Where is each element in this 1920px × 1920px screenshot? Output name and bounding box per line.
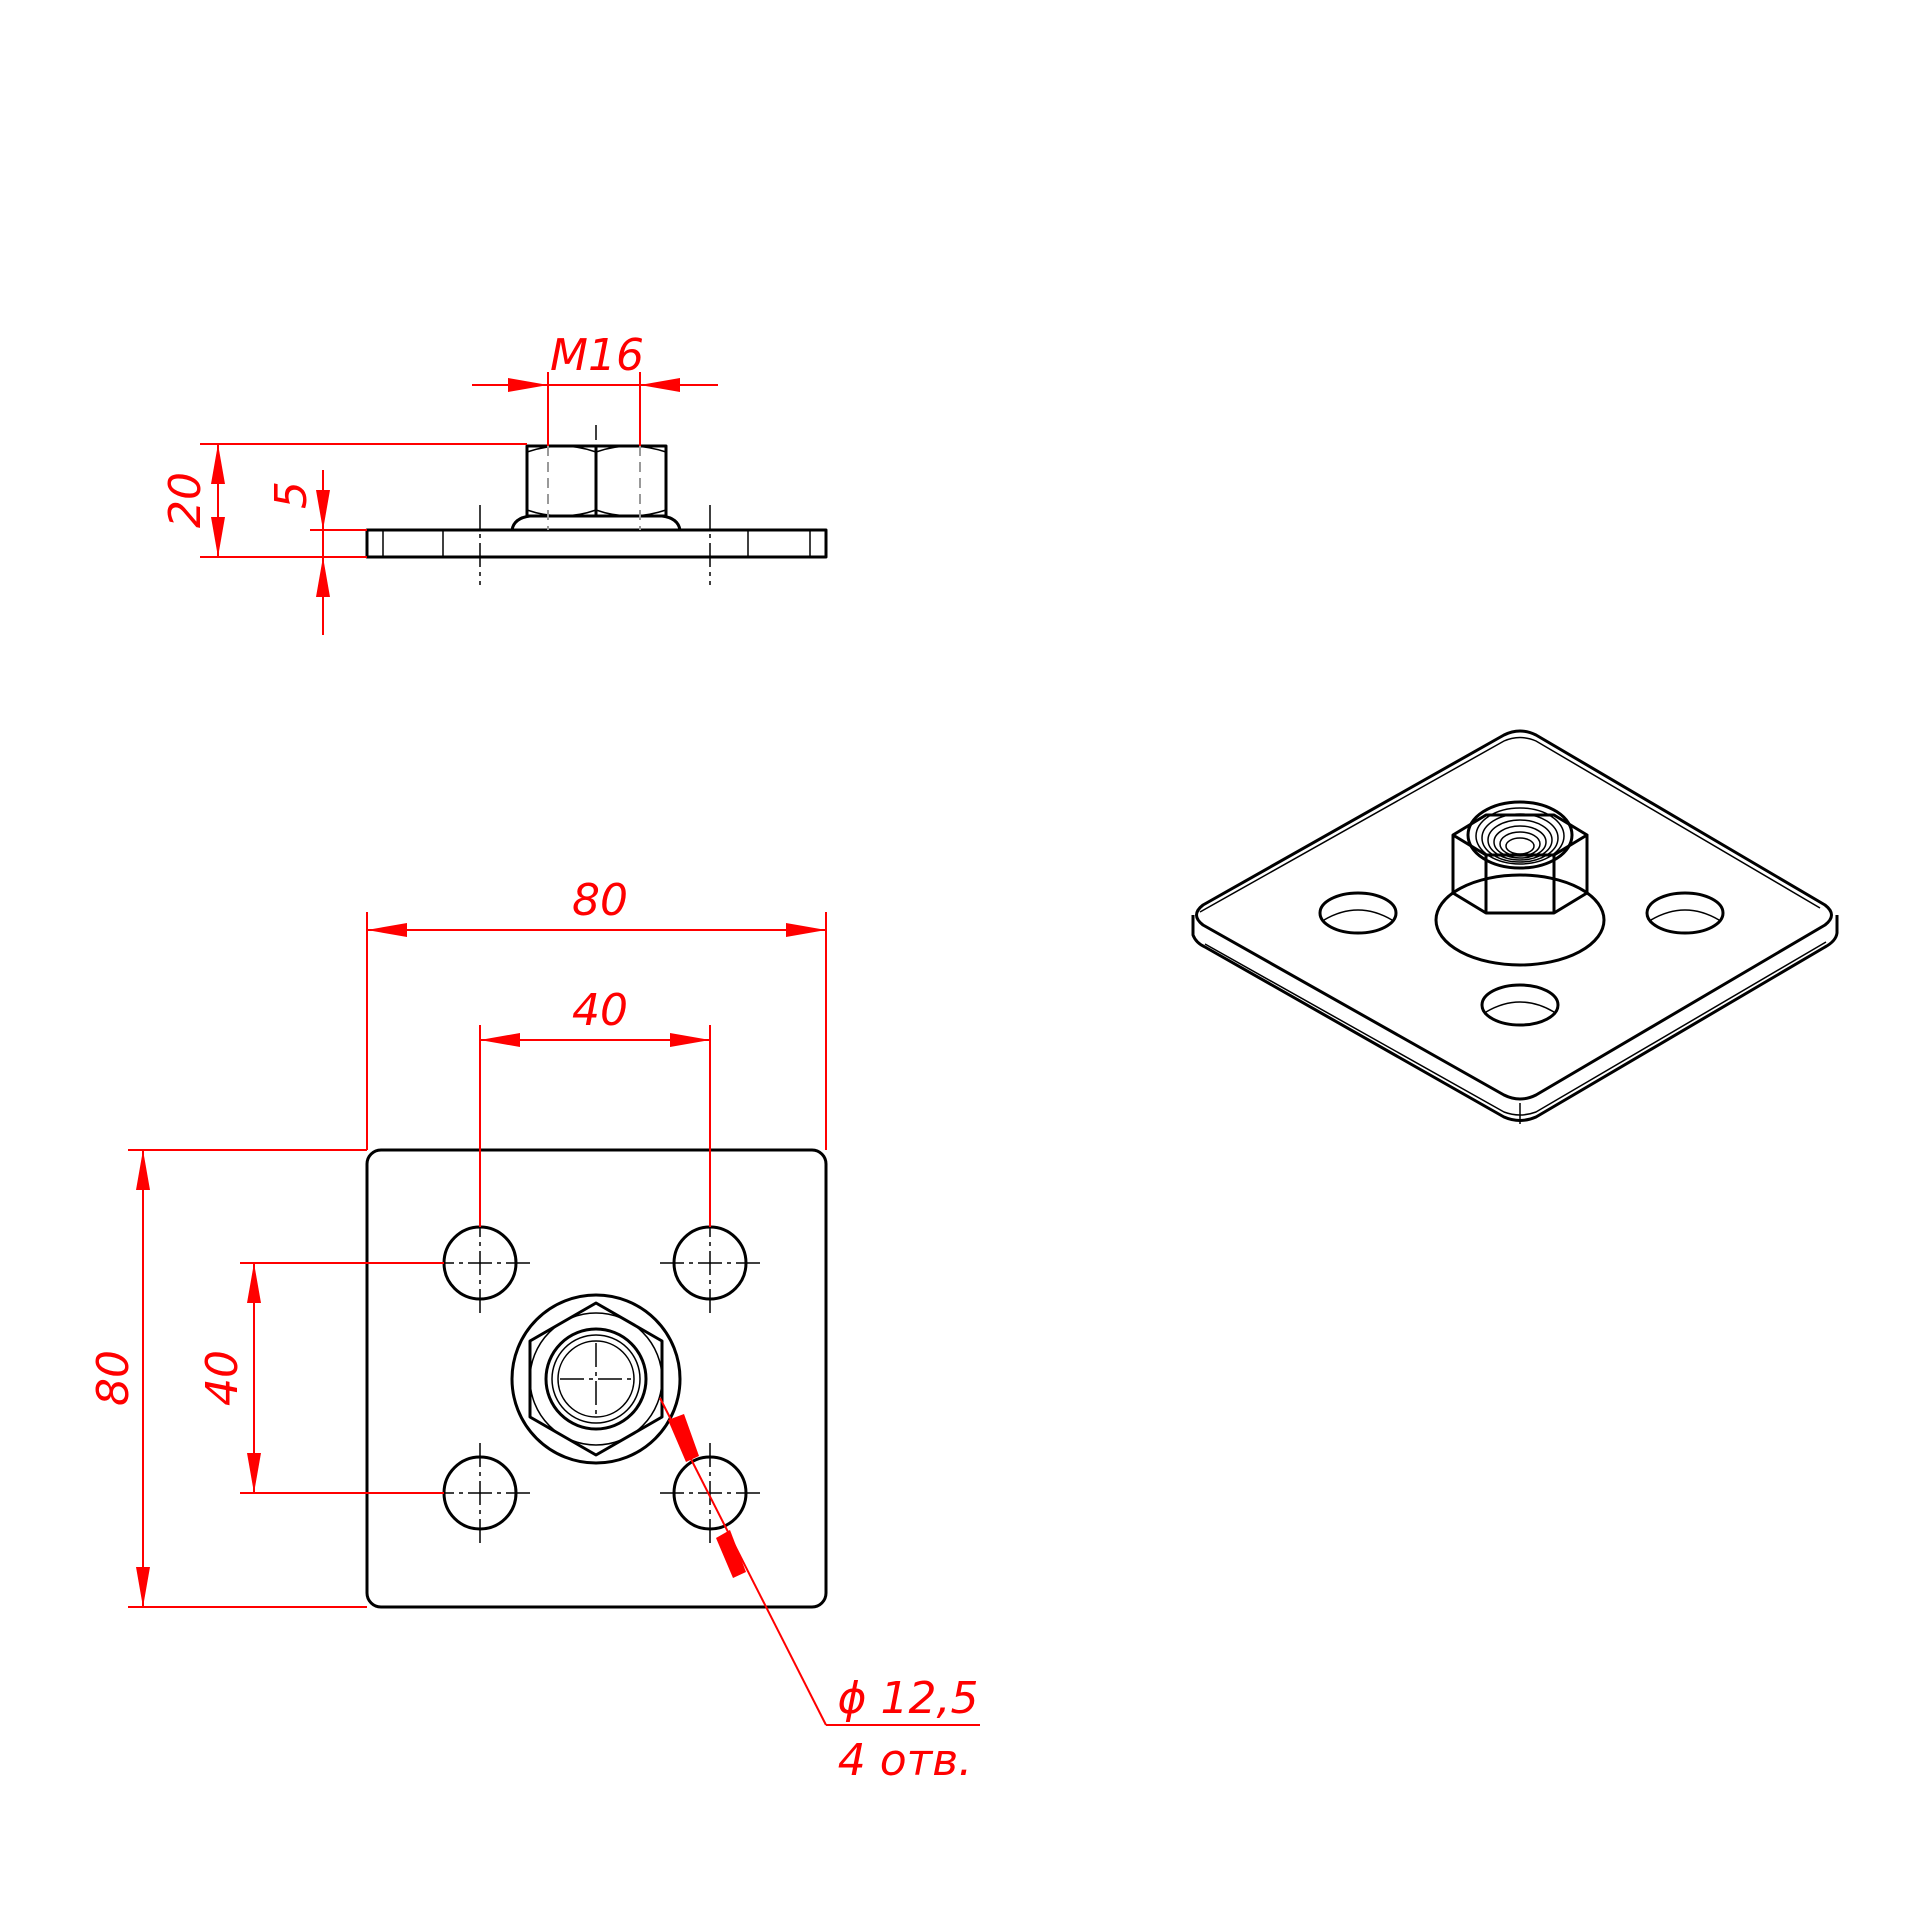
dim-hole-count: 4 отв.	[838, 1735, 972, 1786]
iso-plate-top	[1195, 729, 1833, 1101]
dim-height-total: 20	[160, 472, 211, 528]
isometric-view	[1191, 729, 1839, 1124]
top-nut	[510, 1293, 682, 1465]
iso-hole-left	[1318, 891, 1398, 935]
dim-height: 80	[88, 1350, 139, 1406]
dim-width: 80	[572, 875, 628, 926]
top-plate	[365, 1148, 828, 1609]
dim-thread: M16	[550, 330, 644, 381]
dim-hole-diameter: ϕ 12,5	[838, 1673, 979, 1724]
iso-plate-edge	[1191, 915, 1839, 1122]
side-flange	[510, 514, 682, 531]
iso-hole-front	[1480, 983, 1560, 1027]
iso-hole-right	[1645, 891, 1725, 935]
dim-plate-thickness: 5	[266, 481, 317, 509]
iso-flange	[1434, 873, 1606, 967]
dim-hole-spacing-y: 40	[197, 1350, 248, 1406]
dim-hole-spacing-x: 40	[572, 985, 628, 1036]
side-view: M16 20 5	[160, 330, 828, 635]
iso-hex-nut	[1451, 800, 1589, 915]
side-plate	[365, 528, 828, 559]
top-view: 80 40 80 40 ϕ 12,5 4 отв.	[88, 875, 980, 1786]
